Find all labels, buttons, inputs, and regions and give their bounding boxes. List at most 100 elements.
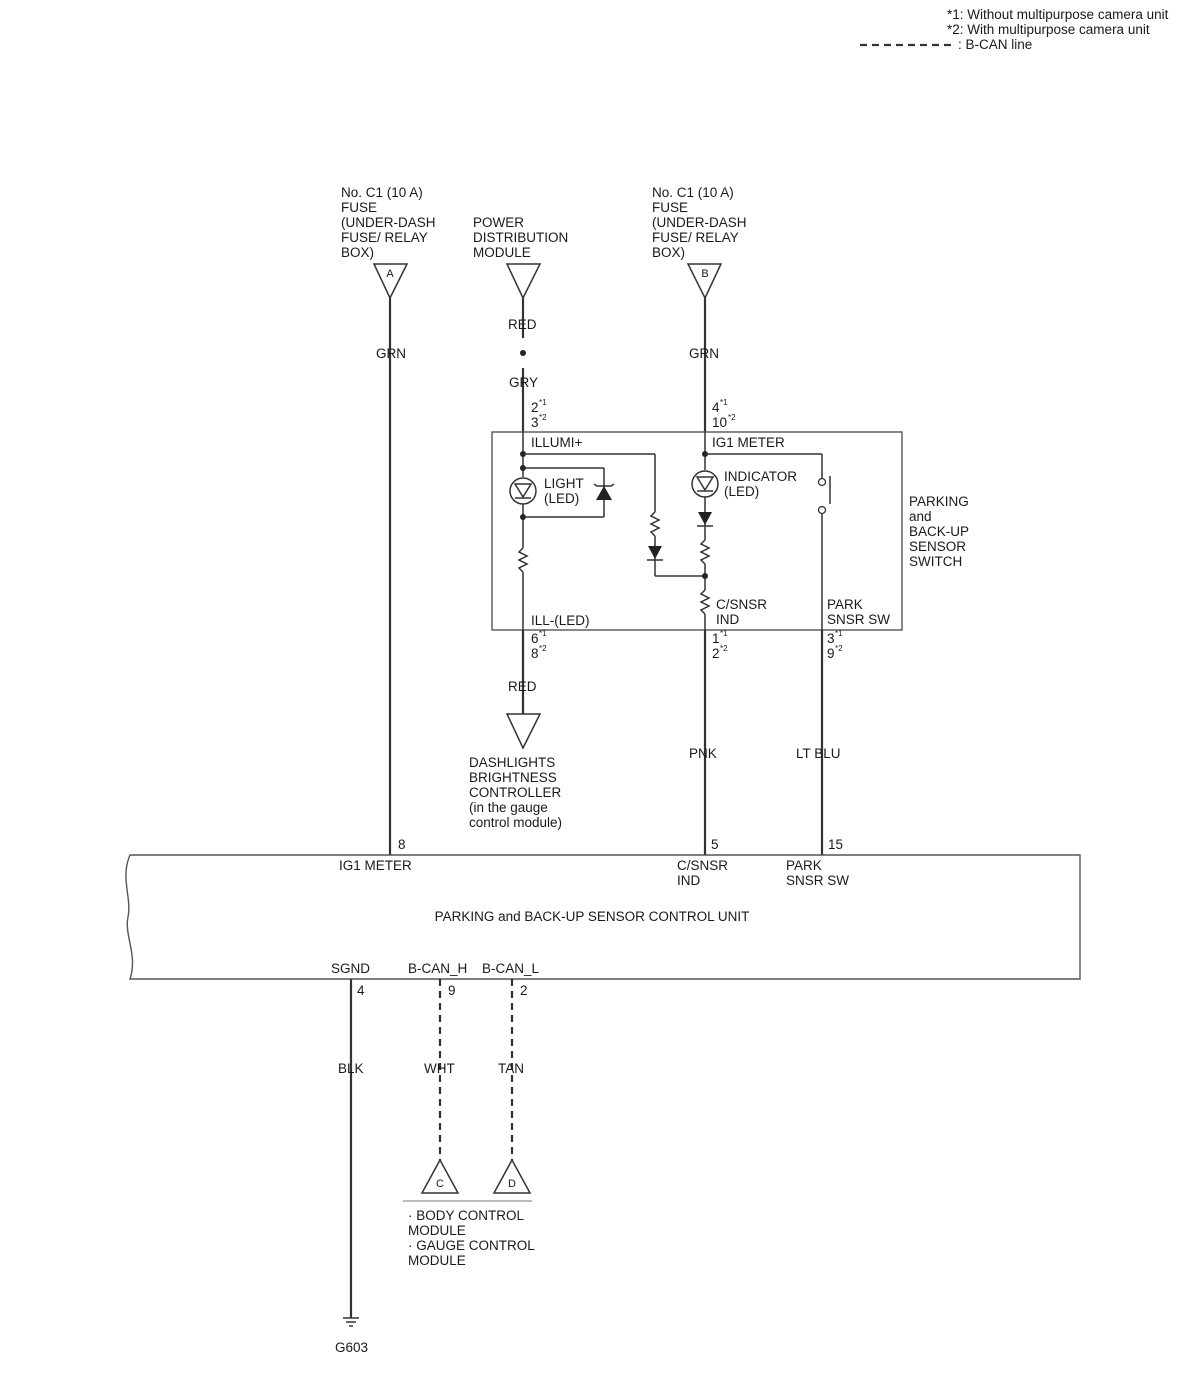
- cu-csnsr-pin: 5: [711, 837, 719, 852]
- indicator-junction: [702, 573, 708, 579]
- dashlights-line-5: control module): [469, 815, 562, 830]
- indicator-resistor-icon: [699, 539, 711, 565]
- switch-csnsr-line-2: IND: [716, 612, 740, 627]
- modules-line-3: · GAUGE CONTROL: [408, 1238, 535, 1253]
- connector-c-label: C: [436, 1178, 444, 1190]
- pin-illumi-b: 3: [531, 415, 539, 430]
- switch-illumi-plus-label: ILLUMI+: [531, 435, 583, 450]
- fuse-a-line-5: BOX): [341, 245, 374, 260]
- wire-label-tan: TAN: [498, 1061, 524, 1076]
- switch-ill-led-label: ILL-(LED): [531, 613, 590, 628]
- dashlights-controller: DASHLIGHTS BRIGHTNESS CONTROLLER (in the…: [469, 755, 562, 830]
- indicator-label-line-1: INDICATOR: [724, 469, 797, 484]
- switch-contact-top: [817, 477, 827, 487]
- fuse-a-line-2: FUSE: [341, 200, 377, 215]
- pin-ill-a: 6: [531, 631, 539, 646]
- fuse-b-source: No. C1 (10 A) FUSE (UNDER-DASH FUSE/ REL…: [652, 185, 747, 300]
- switch-name-line-4: SENSOR: [909, 539, 966, 554]
- cu-bcan-l-label: B-CAN_L: [482, 961, 540, 976]
- connector-d-label: D: [508, 1178, 516, 1190]
- pin-csnsr-a: 1: [712, 631, 720, 646]
- cu-bcan-h-label: B-CAN_H: [408, 961, 467, 976]
- indicator-label-line-2: (LED): [724, 484, 759, 499]
- cu-csnsr-line-1: C/SNSR: [677, 858, 728, 873]
- dashlights-line-3: CONTROLLER: [469, 785, 562, 800]
- pin-park-b-mark: *2: [835, 644, 843, 653]
- indicator-diode-icon: [698, 512, 712, 525]
- legend-note-1: *1: Without multipurpose camera unit: [947, 7, 1169, 22]
- switch-contact-bottom: [817, 505, 827, 515]
- pin-illumi-a-mark: *1: [539, 398, 547, 407]
- switch-name-line-5: SWITCH: [909, 554, 962, 569]
- wire-label-blk: BLK: [338, 1061, 364, 1076]
- wire-label-red-top: RED: [508, 317, 537, 332]
- fuse-a-line-4: FUSE/ RELAY: [341, 230, 428, 245]
- pin-ill-b-mark: *2: [539, 644, 547, 653]
- legend: *1: Without multipurpose camera unit *2:…: [860, 7, 1169, 52]
- dashlights-triangle: [505, 713, 542, 750]
- light-label-line-2: (LED): [544, 491, 579, 506]
- modules-line-1: · BODY CONTROL: [408, 1208, 525, 1223]
- pin-csnsr-b: 2: [712, 646, 720, 661]
- connector-b-label: B: [701, 268, 708, 280]
- fuse-b-line-1: No. C1 (10 A): [652, 185, 734, 200]
- connector-b-triangle: [686, 263, 723, 300]
- pin-park-b: 9: [827, 646, 835, 661]
- wire-label-wht: WHT: [424, 1061, 455, 1076]
- connector-a-triangle: [372, 263, 409, 300]
- pin-csnsr-a-mark: *1: [720, 629, 728, 638]
- connector-d-triangle: [492, 1158, 532, 1194]
- light-label-line-1: LIGHT: [544, 476, 584, 491]
- cross-diode-icon: [648, 546, 662, 559]
- indicator-led-icon: [691, 470, 719, 498]
- cu-csnsr-line-2: IND: [677, 873, 701, 888]
- power-line-3: MODULE: [473, 245, 531, 260]
- light-resistor-icon: [517, 547, 529, 573]
- fuse-a-source: No. C1 (10 A) FUSE (UNDER-DASH FUSE/ REL…: [341, 185, 436, 300]
- fuse-b-line-2: FUSE: [652, 200, 688, 215]
- dashlights-line-2: BRIGHTNESS: [469, 770, 557, 785]
- wire-label-grn-a: GRN: [376, 346, 406, 361]
- zener-diode-icon: [596, 486, 612, 500]
- bcan-modules: · BODY CONTROL MODULE · GAUGE CONTROL MO…: [408, 1208, 535, 1268]
- control-unit-outline: [125, 854, 1081, 980]
- zener-diode-bar: [593, 483, 615, 487]
- power-distribution-source: POWER DISTRIBUTION MODULE: [473, 215, 568, 300]
- sensor-control-unit: 8 IG1 METER 5 C/SNSR IND 15 PARK SNSR SW…: [125, 837, 1081, 998]
- fuse-a-line-3: (UNDER-DASH: [341, 215, 436, 230]
- cross-resistor-icon: [649, 511, 661, 537]
- wire-label-red-bottom: RED: [508, 679, 537, 694]
- legend-note-2: *2: With multipurpose camera unit: [947, 22, 1150, 37]
- pin-park-a-mark: *1: [835, 629, 843, 638]
- pin-csnsr-b-mark: *2: [720, 644, 728, 653]
- switch-park-line-1: PARK: [827, 597, 863, 612]
- light-led-arrow-icon: [513, 483, 533, 499]
- connector-c-triangle: [420, 1158, 460, 1194]
- power-line-2: DISTRIBUTION: [473, 230, 568, 245]
- pin-park-a: 3: [827, 631, 835, 646]
- light-led-icon: [509, 477, 537, 505]
- cu-park-line-2: SNSR SW: [786, 873, 849, 888]
- pin-ig1-b: 10: [712, 415, 727, 430]
- splice-point-red-gry: [520, 350, 526, 356]
- switch-name-line-1: PARKING: [909, 494, 969, 509]
- fuse-b-line-3: (UNDER-DASH: [652, 215, 747, 230]
- switch-csnsr-line-1: C/SNSR: [716, 597, 767, 612]
- cu-bcan-h-pin: 9: [448, 983, 456, 998]
- fuse-b-line-5: BOX): [652, 245, 685, 260]
- switch-outline: [491, 431, 903, 631]
- wire-label-gry: GRY: [509, 375, 538, 390]
- cu-bcan-l-pin: 2: [520, 983, 528, 998]
- cu-sgnd-pin: 4: [357, 983, 365, 998]
- wire-label-grn-b: GRN: [689, 346, 719, 361]
- fuse-a-line-1: No. C1 (10 A): [341, 185, 423, 200]
- pin-ig1-b-mark: *2: [728, 413, 736, 422]
- pin-ig1-a-mark: *1: [720, 398, 728, 407]
- wire-label-lt-blu: LT BLU: [796, 746, 841, 761]
- switch-name-line-3: BACK-UP: [909, 524, 969, 539]
- cu-park-pin: 15: [828, 837, 843, 852]
- pin-illumi-b-mark: *2: [539, 413, 547, 422]
- modules-line-2: MODULE: [408, 1223, 466, 1238]
- switch-name-line-2: and: [909, 509, 932, 524]
- dashlights-line-4: (in the gauge: [469, 800, 548, 815]
